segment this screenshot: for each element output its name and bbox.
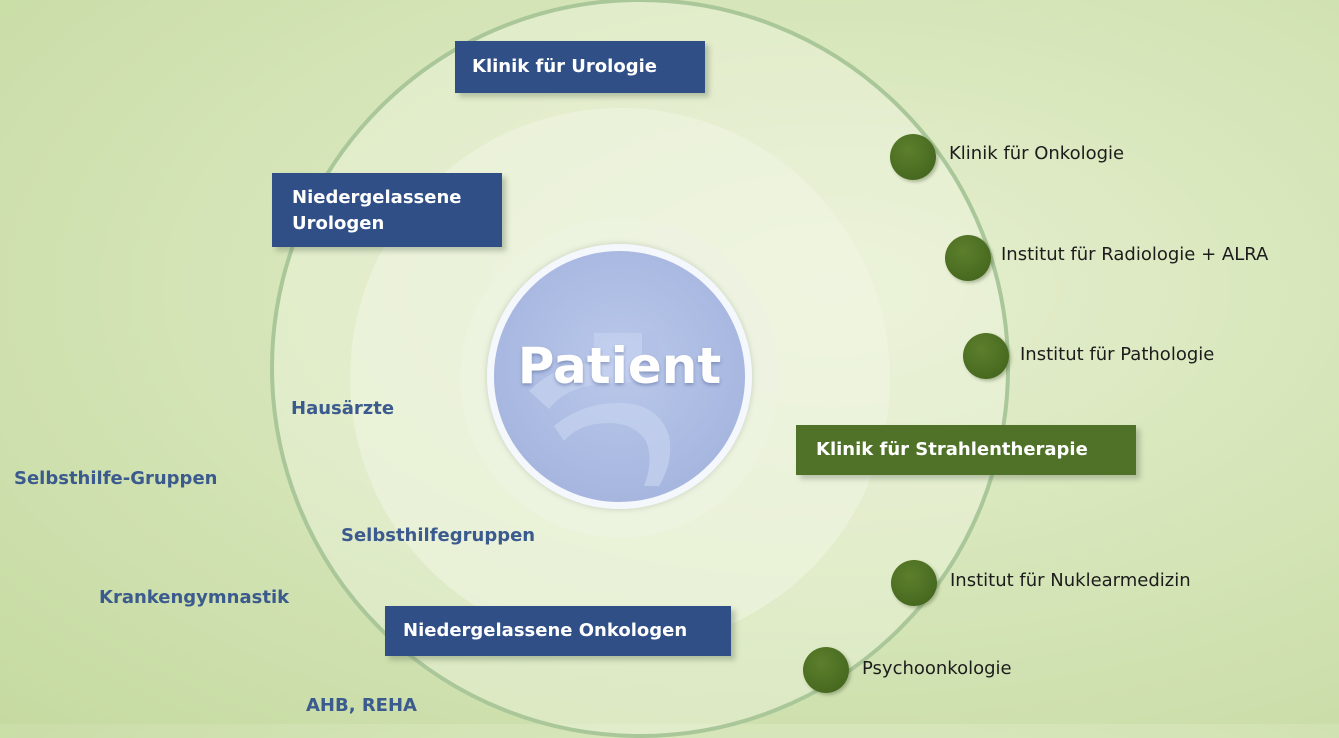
partner-label-onkologie: Klinik für Onkologie: [949, 143, 1125, 164]
partner-label-psychoonkologie: Psychoonkologie: [862, 658, 1012, 679]
box-klinik-strahlentherapie-label: Klinik für Strahlentherapie: [816, 439, 1088, 460]
partner-label-pathologie: Institut für Pathologie: [1020, 344, 1215, 365]
patient-circle: Patient: [487, 244, 752, 509]
patient-label: Patient: [517, 337, 722, 395]
box-klinik-urologie: Klinik für Urologie: [455, 41, 705, 93]
box-niedergelassene-onkologen: Niedergelassene Onkologen: [385, 606, 731, 656]
partner-label-nuklearmedizin: Institut für Nuklearmedizin: [950, 570, 1191, 591]
label-selbsthilfegruppen: Selbsthilfegruppen: [341, 525, 536, 546]
partner-dot-nuklearmedizin: [891, 560, 937, 606]
box-niedergelassene-urologen-line1: Niedergelassene: [292, 187, 462, 208]
box-niedergelassene-urologen: Niedergelassene Urologen: [272, 173, 502, 247]
box-niedergelassene-onkologen-label: Niedergelassene Onkologen: [403, 620, 688, 641]
partner-label-radiologie: Institut für Radiologie + ALRA: [1001, 244, 1269, 265]
label-ahb-reha: AHB, REHA: [306, 695, 417, 716]
partner-dot-radiologie: [945, 235, 991, 281]
label-krankengymnastik: Krankengymnastik: [99, 587, 290, 608]
logo-watermark-icon: [529, 333, 671, 486]
box-niedergelassene-urologen-line2: Urologen: [292, 213, 385, 234]
box-klinik-strahlentherapie: Klinik für Strahlentherapie: [796, 425, 1136, 475]
label-hausaerzte: Hausärzte: [291, 398, 395, 419]
box-klinik-urologie-label: Klinik für Urologie: [472, 56, 657, 77]
partner-dot-onkologie: [890, 134, 936, 180]
label-selbsthilfe-gruppen: Selbsthilfe-Gruppen: [14, 468, 218, 489]
partner-dot-psychoonkologie: [803, 647, 849, 693]
partner-dot-pathologie: [963, 333, 1009, 379]
